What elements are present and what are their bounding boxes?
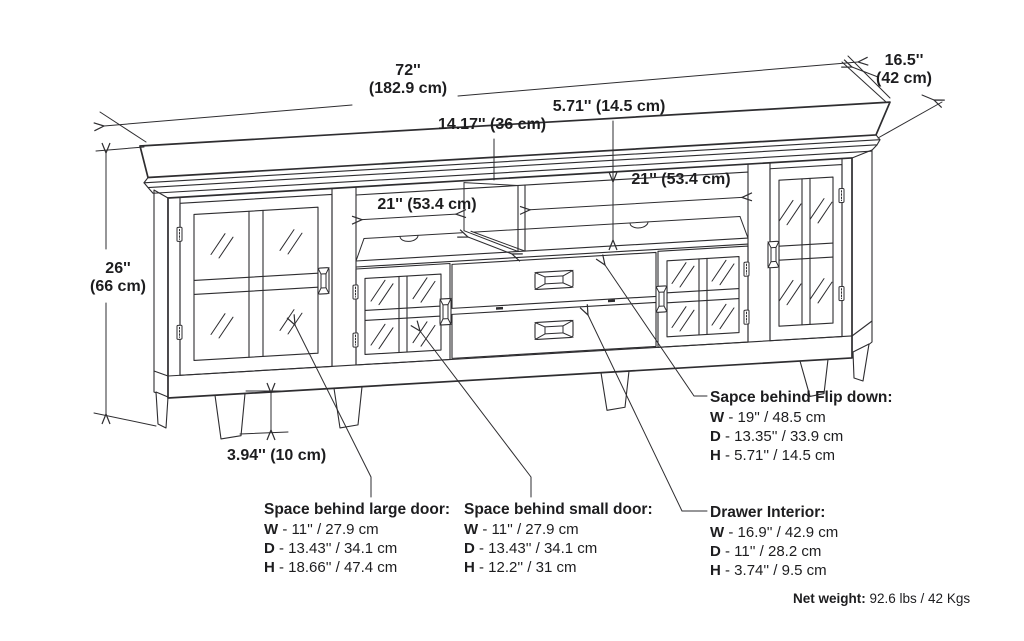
door-handle [655,285,668,313]
net-weight-value: 92.6 lbs / 42 Kgs [869,591,971,606]
leader-lines [295,265,707,511]
drawer-pull [534,319,574,341]
spec-row: H - 5.71'' / 14.5 cm [710,447,835,464]
left-tall-door [176,194,332,375]
cabinet-right-side [852,150,872,381]
cable-notch [630,222,648,229]
rear-right-leg [853,344,869,381]
net-weight-label: Net weight: [793,591,866,606]
door-handle [317,267,330,295]
hinge [352,284,359,300]
hinge [352,332,359,348]
rear-left-leg [156,392,168,428]
spec-row: D - 13.35'' / 33.9 cm [710,428,844,445]
spec-title: Drawer Interior: [710,504,826,521]
dimension-shelf-height: 5.71'' (14.5 cm) [552,98,666,115]
dimension-divider-depth: 14.17'' (36 cm) [437,116,547,133]
hinge [176,324,183,340]
spec-row: D - 11'' / 28.2 cm [710,543,822,560]
dimension-overall-height: 26'' (66 cm) [89,260,147,295]
cabinet-left-side [154,190,168,428]
spec-row: D - 13.43'' / 34.1 cm [464,540,598,557]
dimension-line-shelf-left [362,214,456,220]
spec-row: W - 11'' / 27.9 cm [464,521,579,538]
net-weight: Net weight: 92.6 lbs / 42 Kgs [793,591,970,606]
right-small-door [655,246,750,347]
door-handle [767,240,780,269]
dimension-lines [94,56,942,434]
dimension-line-shelf-right [530,197,742,209]
spec-row: H - 12.2'' / 31 cm [464,559,577,576]
spec-drawer-interior: Drawer Interior: W - 16.9'' / 42.9 cm D … [710,503,838,580]
dimension-overall-depth: 16.5'' (42 cm) [875,52,933,87]
cable-notch [400,235,418,242]
spec-row: D - 13.43'' / 34.1 cm [264,540,398,557]
spec-small-door: Space behind small door: W - 11'' / 27.9… [464,500,653,577]
hinge [838,187,845,204]
drawer-pull [534,269,574,291]
spec-title: Space behind small door: [464,501,653,518]
hinge [743,261,750,277]
spec-row: W - 11'' / 27.9 cm [264,521,379,538]
spec-title: Space behind large door: [264,501,451,518]
cabinet-front [168,158,852,442]
hinge [838,285,845,302]
spec-row: H - 3.74'' / 9.5 cm [710,562,827,579]
dimension-overall-width: 72'' (182.9 cm) [368,62,448,97]
dimension-shelf-right-width: 21'' (53.4 cm) [631,171,731,188]
spec-flip-down: Sapce behind Flip down: W - 19'' / 48.5 … [710,388,893,465]
spec-row: W - 19'' / 48.5 cm [710,409,826,426]
dimension-leg-height: 3.94'' (10 cm) [227,447,327,464]
spec-row: H - 18.66'' / 47.4 cm [264,559,398,576]
dimension-shelf-left-width: 21'' (53.4 cm) [377,196,477,213]
door-handle [439,297,452,326]
hinge [176,226,183,242]
hinge [743,309,750,325]
cabinet-top-panel [140,102,890,194]
spec-large-door: Space behind large door: W - 11'' / 27.9… [264,500,450,577]
open-shelf [356,166,748,267]
right-tall-door [767,164,845,340]
left-small-door [352,263,452,365]
spec-row: W - 16.9'' / 42.9 cm [710,524,839,541]
spec-title: Sapce behind Flip down: [710,389,893,406]
